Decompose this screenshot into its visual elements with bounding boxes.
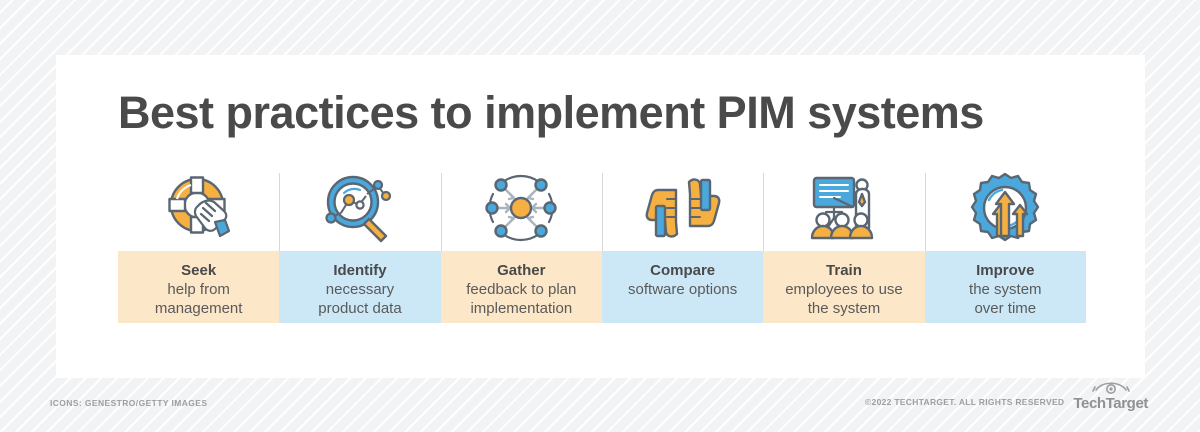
practice-label-improve: Improve the system over time <box>924 251 1086 323</box>
eye-icon <box>1091 382 1130 394</box>
practice-title: Train <box>826 262 862 279</box>
practice-desc-line1: the system <box>969 281 1042 298</box>
practice-desc-line1: employees to use <box>785 281 903 298</box>
hub-network-icon <box>441 165 602 251</box>
practice-desc-line2: management <box>154 300 243 317</box>
practice-desc-line2: product data <box>318 300 402 317</box>
practice-desc-line2: the system <box>807 300 881 317</box>
page-title: Best practices to implement PIM systems <box>118 87 984 138</box>
practice-label-seek: Seek help from management <box>118 251 280 323</box>
practice-desc-line2: over time <box>974 300 1037 317</box>
content-panel <box>56 55 1145 378</box>
practice-card-train: Train employees to use the system <box>763 165 925 323</box>
practice-desc-line2: implementation <box>470 300 573 317</box>
practice-card-improve: Improve the system over time <box>924 165 1086 323</box>
magnifier-data-icon <box>279 165 440 251</box>
practice-desc-line1: software options <box>628 281 738 298</box>
practice-card-seek: Seek help from management <box>118 165 280 323</box>
practice-label-train: Train employees to use the system <box>763 251 925 323</box>
icon-credit: ICONS: GENESTRO/GETTY IMAGES <box>50 398 208 408</box>
practice-label-compare: Compare software options <box>601 251 764 323</box>
practice-label-identify: Identify necessary product data <box>279 251 441 323</box>
gear-arrows-up-icon <box>925 165 1086 251</box>
practice-card-identify: Identify necessary product data <box>279 165 441 323</box>
thumbs-up-down-icon <box>602 165 763 251</box>
practice-title: Seek <box>181 262 217 279</box>
practice-desc-line1: help from <box>167 281 230 298</box>
practice-title: Compare <box>650 262 716 279</box>
practice-title: Identify <box>333 262 387 279</box>
copyright-notice: ©2022 TECHTARGET. ALL RIGHTS RESERVED <box>864 396 1065 407</box>
practice-label-gather: Gather feedback to plan implementation <box>440 251 602 323</box>
practice-desc-line1: feedback to plan <box>466 281 577 298</box>
techtarget-wordmark: TechTarget <box>1073 395 1148 412</box>
practice-title: Gather <box>497 262 546 279</box>
techtarget-logo: TechTarget <box>1073 378 1148 411</box>
practice-card-compare: Compare software options <box>601 165 764 323</box>
best-practices-card-row: Seek help from management <box>118 165 1086 323</box>
life-preserver-icon <box>118 165 279 251</box>
training-presentation-icon <box>763 165 924 251</box>
footer-right-group: ©2022 TECHTARGET. ALL RIGHTS RESERVED Te… <box>865 378 1148 411</box>
practice-desc-line1: necessary <box>325 281 395 298</box>
practice-card-gather: Gather feedback to plan implementation <box>440 165 602 323</box>
practice-title: Improve <box>976 262 1035 279</box>
